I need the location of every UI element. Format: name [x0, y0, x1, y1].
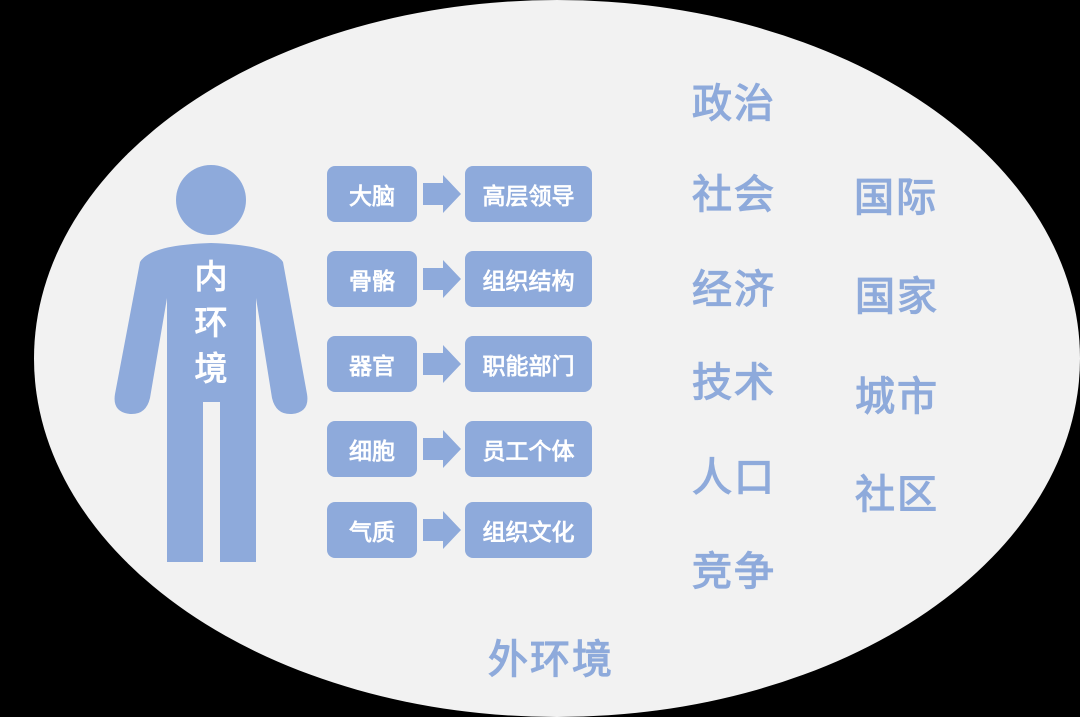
inner-label-char: 环	[194, 303, 228, 342]
org-element-box: 高层领导	[465, 166, 592, 222]
arrow-right-icon	[423, 430, 461, 468]
arrow-right-icon	[423, 175, 461, 213]
org-element-box: 组织文化	[465, 502, 592, 558]
external-factor: 城市	[855, 374, 939, 420]
body-part-box: 细胞	[327, 421, 417, 477]
external-factor: 社会	[692, 172, 776, 218]
body-part-label: 器官	[349, 354, 395, 380]
org-element-box: 职能部门	[465, 336, 592, 392]
inner-label-char: 境	[194, 349, 228, 388]
external-factor: 经济	[692, 267, 776, 313]
external-factor: 竞争	[692, 549, 776, 595]
org-element-label: 高层领导	[482, 184, 575, 210]
body-part-box: 气质	[327, 502, 417, 558]
body-part-label: 大脑	[349, 184, 395, 210]
body-part-box: 骨骼	[327, 251, 417, 307]
external-factor: 技术	[692, 360, 776, 406]
arrow-right-icon	[423, 511, 461, 549]
org-element-label: 组织结构	[482, 269, 575, 295]
external-factor: 国际	[854, 175, 938, 221]
outer-environment-label: 外环境	[488, 637, 614, 683]
external-factor: 政治	[692, 81, 776, 127]
inner-environment-label: 内 环 境	[184, 254, 238, 392]
arrow-right-icon	[423, 345, 461, 383]
org-element-label: 职能部门	[482, 354, 575, 380]
external-factor: 国家	[855, 274, 939, 320]
body-part-label: 细胞	[349, 439, 395, 465]
org-element-box: 组织结构	[465, 251, 592, 307]
body-part-label: 气质	[349, 520, 395, 546]
external-factor: 社区	[855, 472, 939, 518]
org-element-label: 员工个体	[482, 439, 575, 465]
arrow-right-icon	[423, 260, 461, 298]
body-part-box: 器官	[327, 336, 417, 392]
org-element-box: 员工个体	[465, 421, 592, 477]
external-factor: 人口	[692, 455, 776, 501]
body-part-box: 大脑	[327, 166, 417, 222]
org-element-label: 组织文化	[482, 520, 575, 546]
inner-label-char: 内	[194, 257, 228, 296]
body-part-label: 骨骼	[349, 269, 395, 295]
